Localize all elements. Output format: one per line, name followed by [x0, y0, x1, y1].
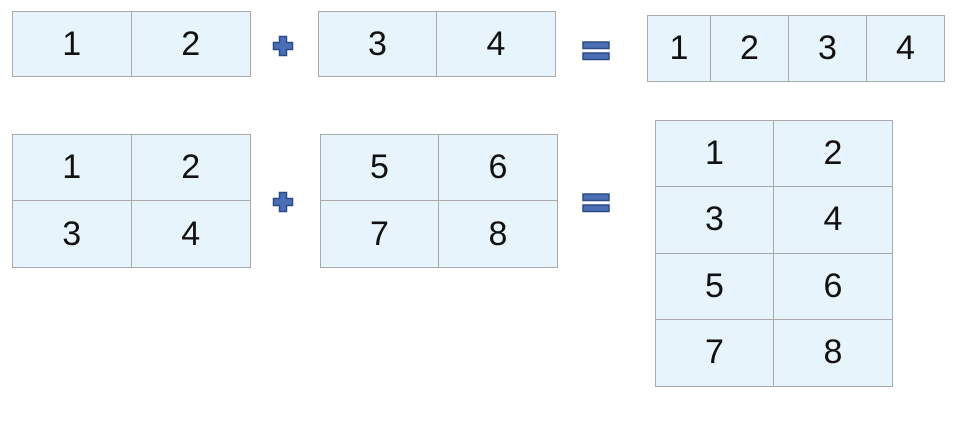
matrix-cell: 3 — [13, 201, 132, 267]
matrix-cell: 4 — [486, 24, 506, 63]
matrix-cell: 2 — [774, 121, 892, 188]
matrix-cell: 6 — [439, 135, 557, 201]
matrix-cell: 4 — [896, 29, 915, 67]
matrix-cell: 3 — [319, 12, 437, 76]
row2-result-matrix: 1 2 3 4 5 6 7 8 — [655, 120, 893, 387]
row2-right-matrix: 5 6 7 8 — [320, 134, 558, 268]
matrix-cell: 3 — [656, 187, 774, 254]
matrix-cell: 4 — [181, 214, 201, 253]
matrix-cell: 7 — [321, 201, 439, 267]
matrix-cell: 2 — [181, 24, 201, 63]
plus-icon — [272, 35, 294, 62]
row1-right-matrix: 3 4 — [318, 11, 556, 77]
matrix-cell: 4 — [774, 187, 892, 254]
equals-icon — [582, 192, 610, 219]
matrix-cell: 6 — [774, 254, 892, 320]
matrix-cell: 1 — [13, 135, 132, 201]
matrix-cell: 8 — [823, 333, 843, 372]
matrix-cell: 7 — [656, 319, 774, 386]
row1-result-matrix: 1 2 3 4 — [647, 15, 945, 82]
matrix-cell: 2 — [131, 135, 250, 201]
plus-icon — [272, 191, 294, 218]
matrix-cell: 1 — [648, 16, 711, 81]
matrix-cell: 8 — [488, 214, 508, 253]
matrix-cell: 3 — [789, 16, 867, 81]
matrix-cell: 5 — [321, 135, 439, 201]
row2-left-matrix: 1 2 3 4 — [12, 134, 251, 268]
matrix-cell: 1 — [13, 12, 132, 76]
row1-left-matrix: 1 2 — [12, 11, 251, 77]
matrix-cell: 1 — [656, 121, 774, 188]
matrix-cell: 2 — [711, 16, 789, 81]
equals-icon — [582, 40, 610, 67]
matrix-cell: 5 — [656, 253, 774, 320]
